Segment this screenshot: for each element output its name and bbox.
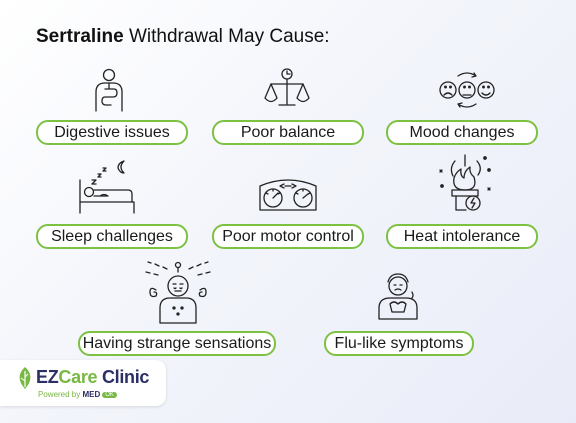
logo-wordmark: EZCare Clinic [36, 367, 149, 388]
symptom-label: Digestive issues [36, 120, 188, 145]
mood-faces-icon [438, 70, 496, 110]
logo-clinic: Clinic [101, 367, 150, 387]
powered-text: Powered by [38, 390, 81, 399]
page-title: Sertraline Withdrawal May Cause: [36, 26, 330, 48]
symptom-label: Having strange sensations [78, 331, 276, 356]
logo-badge: OK [102, 392, 117, 398]
balance-scale-icon [263, 68, 311, 110]
leaf-icon [16, 367, 34, 394]
title-rest: Withdrawal May Cause: [128, 26, 330, 47]
logo-ez: EZ [36, 367, 59, 387]
symptom-label: Flu-like symptoms [324, 331, 474, 356]
symptom-label: Mood changes [386, 120, 538, 145]
logo-med: MED [82, 390, 101, 399]
logo-care: Care [58, 367, 98, 387]
symptom-label: Poor balance [212, 120, 364, 145]
symptom-label: Heat intolerance [386, 224, 538, 249]
sensation-person-icon [145, 258, 211, 324]
digestive-system-icon [92, 68, 126, 112]
gauges-icon [258, 176, 318, 212]
sleeping-person-icon [78, 158, 136, 214]
fire-icon [436, 154, 494, 214]
title-bold: Sertraline [36, 26, 124, 47]
sick-person-icon [376, 272, 420, 320]
symptom-label: Sleep challenges [36, 224, 188, 249]
symptom-label: Poor motor control [212, 224, 364, 249]
